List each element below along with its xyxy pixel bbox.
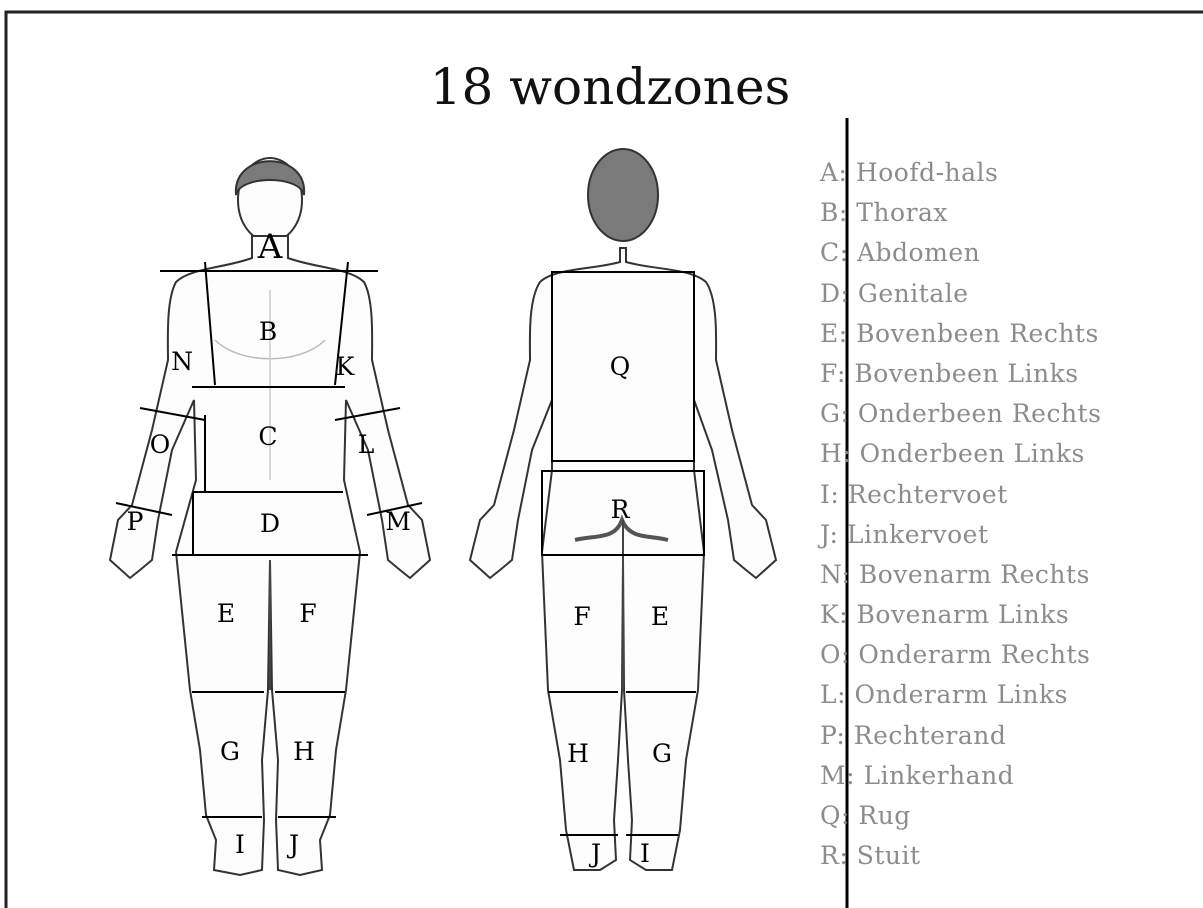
front-zone-label-o: O [150,430,171,459]
legend-item: I: Rechtervoet [820,475,1101,515]
front-zone-label-h: H [293,737,315,766]
front-zone-label-e: E [217,599,235,628]
legend-item: G: Onderbeen Rechts [820,394,1101,434]
legend-item: D: Genitale [820,274,1101,314]
back-zone-label-f: F [573,602,590,631]
back-zone-label-i: I [640,839,650,868]
front-zone-label-m: M [385,507,411,536]
legend-item: K: Bovenarm Links [820,595,1101,635]
back-zone-label-e: E [651,602,669,631]
legend-item: E: Bovenbeen Rechts [820,314,1101,354]
legend-item: A: Hoofd-hals [820,153,1101,193]
back-zone-label-q: Q [610,352,631,381]
front-zone-label-c: C [258,422,277,451]
front-zone-label-g: G [220,737,240,766]
front-zone-label-a: A [257,227,283,267]
front-zone-label-b: B [259,317,277,346]
legend-item: L: Onderarm Links [820,675,1101,715]
back-head [588,149,658,241]
legend-item: P: Rechterand [820,716,1101,756]
front-zone-label-l: L [358,430,375,459]
front-zone-label-f: F [299,599,316,628]
front-zone-label-i: I [235,830,245,859]
front-zone-label-d: D [260,509,280,538]
diagram-title: 18 wondzones [330,58,890,116]
front-zone-label-p: P [127,507,144,536]
legend-item: C: Abdomen [820,233,1101,273]
back-zone-label-h: H [567,739,589,768]
front-zone-label-k: K [336,352,356,381]
legend-item: H: Onderbeen Links [820,434,1101,474]
zone-legend: A: Hoofd-hals B: Thorax C: Abdomen D: Ge… [820,153,1101,876]
legend-item: J: Linkervoet [820,515,1101,555]
legend-item: N: Bovenarm Rechts [820,555,1101,595]
back-zone-label-g: G [652,739,672,768]
legend-item: M: Linkerhand [820,756,1101,796]
legend-item: B: Thorax [820,193,1101,233]
legend-item: F: Bovenbeen Links [820,354,1101,394]
legend-item: R: Stuit [820,836,1101,876]
legend-item: O: Onderarm Rechts [820,635,1101,675]
back-zone-label-r: R [611,495,631,524]
front-zone-label-n: N [171,347,193,376]
legend-item: Q: Rug [820,796,1101,836]
